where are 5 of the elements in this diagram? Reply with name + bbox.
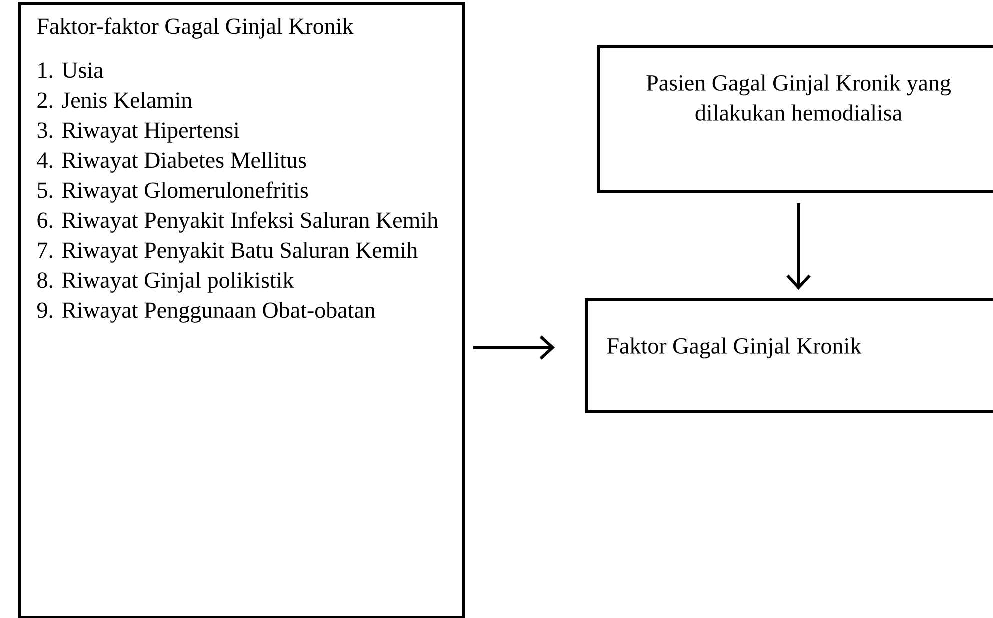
arrow: [786, 204, 811, 290]
process-box: Faktor Gagal Ginjal Kronik: [585, 298, 993, 414]
process-box: Pasien Gagal Ginjal Kronik yang dilakukan hemodialisa: [597, 45, 993, 194]
arrow: [474, 336, 555, 360]
list-box: Faktor-faktor Gagal Ginjal Kronik 1. Usia 2. Jenis Kelamin 3. Riwayat Hipertensi 4. Riwayat Diabetes Mellitus 5. Riwayat Glomerulonefritis 6. Riwayat Penyakit Infeksi Saluran Kemih 7. Riwayat Penyakit Batu Saluran Kemih 8. Riwayat Ginjal polikistik 9. Riwayat Penggunaan Obat-obatan: [18, 2, 466, 618]
